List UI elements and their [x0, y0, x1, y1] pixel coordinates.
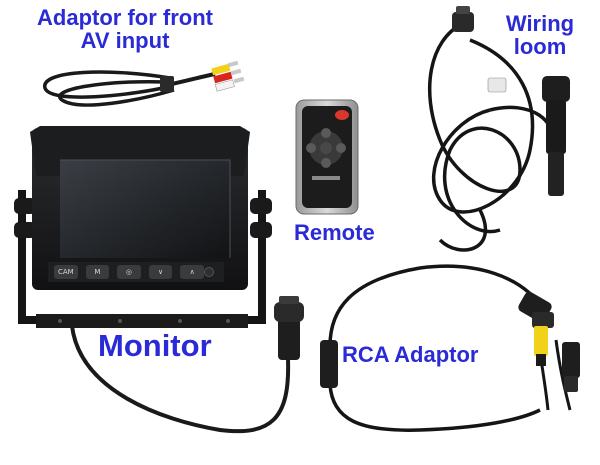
av-adaptor-cable — [43, 60, 245, 107]
wiring-loom-connectors — [452, 6, 570, 196]
monitor-illustration — [14, 126, 272, 328]
av-adaptor-label: Adaptor for front AV input — [20, 6, 230, 52]
monitor-cable-connector — [274, 296, 304, 360]
monitor-button-up: ∧ — [180, 265, 204, 279]
monitor-button-down: ∨ — [148, 265, 173, 279]
wiring-loom-label-line2: loom — [513, 34, 567, 60]
monitor-button-m: M — [85, 265, 110, 279]
monitor-button-power: ◎ — [117, 265, 141, 279]
remote-illustration — [295, 99, 359, 215]
wiring-loom-label: Wiring loom — [500, 12, 580, 58]
monitor-cable — [70, 325, 291, 434]
monitor-button-row: CAM M ◎ ∨ ∧ — [54, 265, 204, 279]
av-adaptor-label-line1: Adaptor for front — [37, 5, 213, 30]
rca-adaptor-illustration — [320, 264, 580, 432]
monitor-button-cam: CAM — [54, 265, 78, 279]
wiring-loom-label-line1: Wiring — [505, 11, 575, 36]
rca-adaptor-label: RCA Adaptor — [342, 342, 479, 367]
monitor-label: Monitor — [98, 328, 212, 363]
remote-label: Remote — [294, 220, 375, 245]
av-adaptor-label-line2: AV input — [80, 28, 170, 54]
